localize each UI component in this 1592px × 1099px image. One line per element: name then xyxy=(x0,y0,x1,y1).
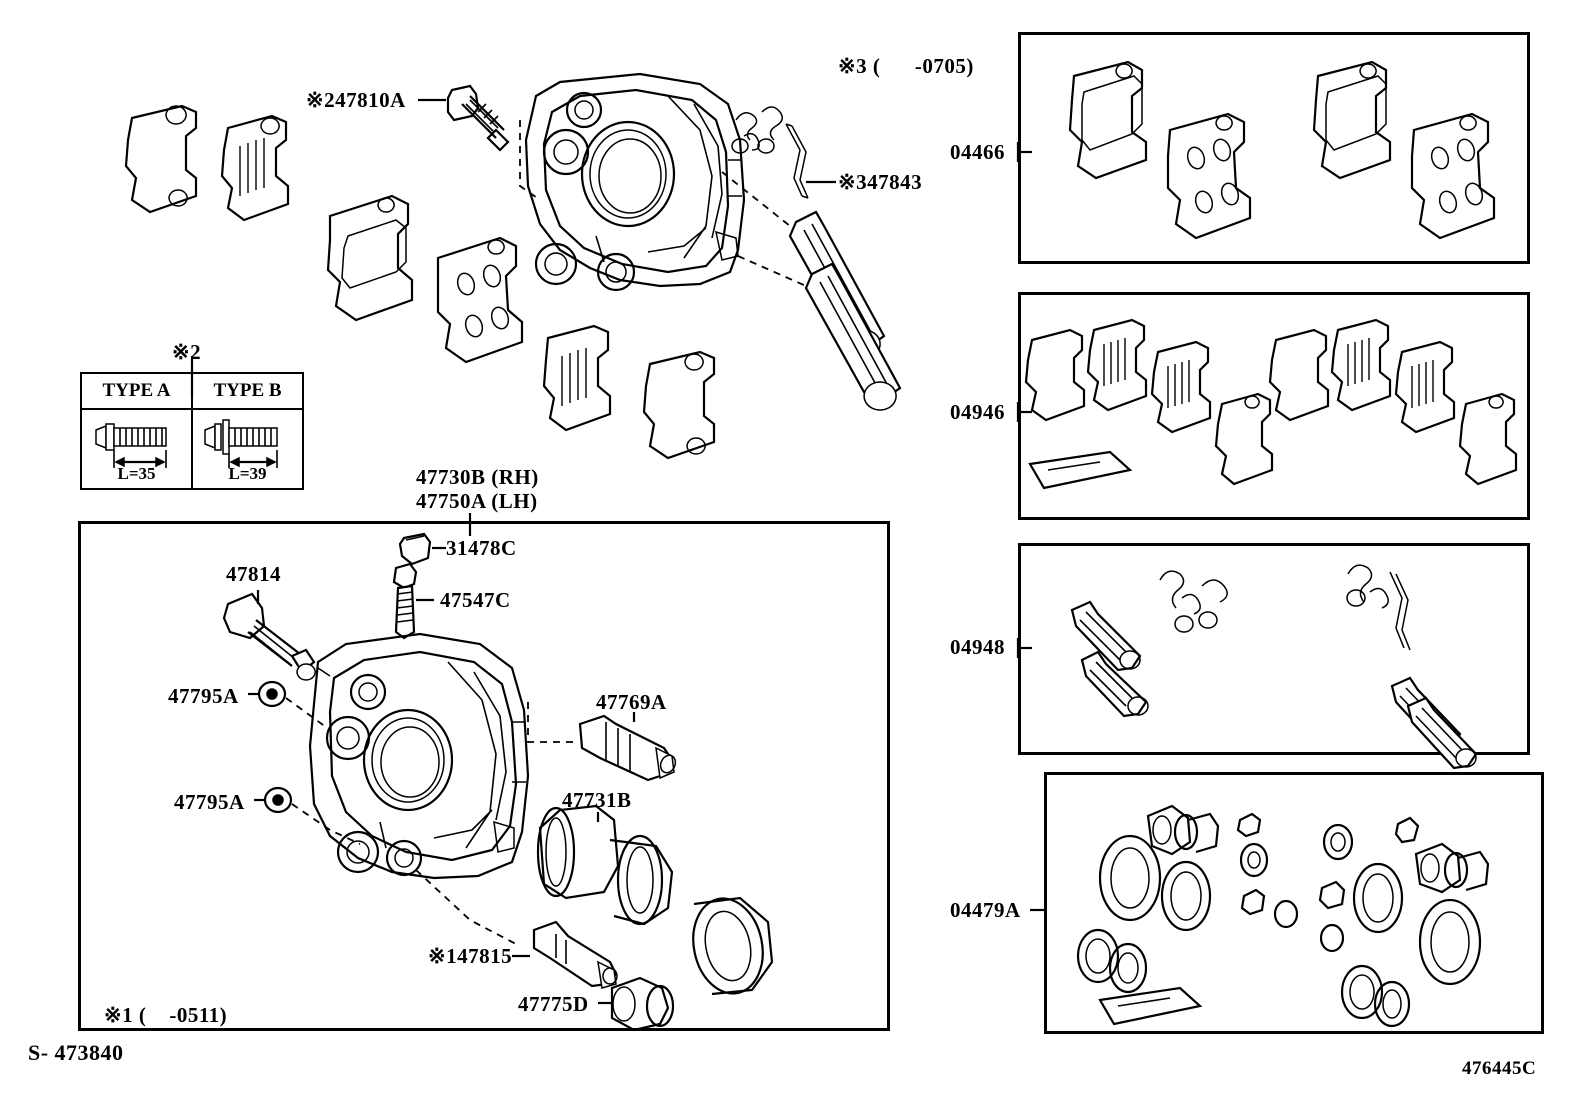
footnote-note1: ※1 ( -0511) xyxy=(104,1003,228,1027)
label-fitting-kit: 04948 xyxy=(950,635,1005,659)
footnote-note3: ※3 ( -0705) xyxy=(838,54,974,78)
type-a-bolt-icon xyxy=(95,423,167,468)
type-a-length: L=35 xyxy=(117,464,156,483)
clip-47843-icon xyxy=(731,106,809,199)
pad-kit-panel xyxy=(1018,32,1530,264)
label-washer-top: 47795A xyxy=(168,684,239,708)
label-bolt-47810a: ※247810A xyxy=(306,88,406,112)
label-clip-47843: ※347843 xyxy=(838,170,923,194)
type-table-marker: ※2 xyxy=(172,340,202,364)
label-bleeder-cap: 31478C xyxy=(446,536,517,560)
label-bushing-47769a: 47769A xyxy=(596,690,667,714)
slide-pin-47815-icon xyxy=(532,920,618,989)
label-slide-pin-47814: 47814 xyxy=(226,562,281,586)
boot-47775d-icon xyxy=(610,976,675,1032)
type-b-length: L=39 xyxy=(228,464,267,483)
bleeder-cap-icon xyxy=(398,532,432,566)
caliper-title-rh: 47730B (RH) xyxy=(416,465,539,489)
type-table-marker-leader xyxy=(190,356,194,396)
seal-kit-contents xyxy=(1076,804,1490,1028)
caliper-detail-panel xyxy=(78,521,890,1031)
label-piston-47731b: 47731B xyxy=(562,788,632,812)
type-b-header: TYPE B xyxy=(213,380,282,401)
washer-top-icon xyxy=(257,680,287,708)
label-washer-bottom: 47795A xyxy=(174,790,245,814)
type-comparison-table: TYPE A TYPE B L=35 xyxy=(80,372,304,490)
shim-kit-contents xyxy=(1024,318,1518,490)
label-boot-47775d: 47775D xyxy=(518,992,589,1016)
label-seal-kit: 04479A xyxy=(950,898,1021,922)
fitting-kit-contents xyxy=(1070,564,1478,770)
label-bleeder-plug: 47547C xyxy=(440,588,511,612)
caliper-title-lh: 47750A (LH) xyxy=(416,489,538,513)
label-slide-pin-47815: ※147815 xyxy=(428,944,513,968)
washer-bottom-icon xyxy=(263,786,293,814)
pad-kit-contents xyxy=(1068,60,1496,240)
type-a-header: TYPE A xyxy=(102,380,171,401)
bolt-47810a-icon xyxy=(446,84,510,152)
guide-pin-long-2 xyxy=(804,262,902,411)
drawing-code-left: S- 473840 xyxy=(28,1040,124,1065)
bushing-47769a-icon xyxy=(578,714,677,782)
drawing-code-right: 476445C xyxy=(1462,1058,1537,1079)
slide-pin-47814-icon xyxy=(222,592,331,681)
piston-47731b-icon xyxy=(536,804,774,996)
type-b-bolt-icon xyxy=(204,419,278,468)
seal-kit-panel xyxy=(1044,772,1544,1034)
label-pad-kit: 04466 xyxy=(950,140,1005,164)
shim-kit-panel xyxy=(1018,292,1530,520)
label-shim-kit: 04946 xyxy=(950,400,1005,424)
